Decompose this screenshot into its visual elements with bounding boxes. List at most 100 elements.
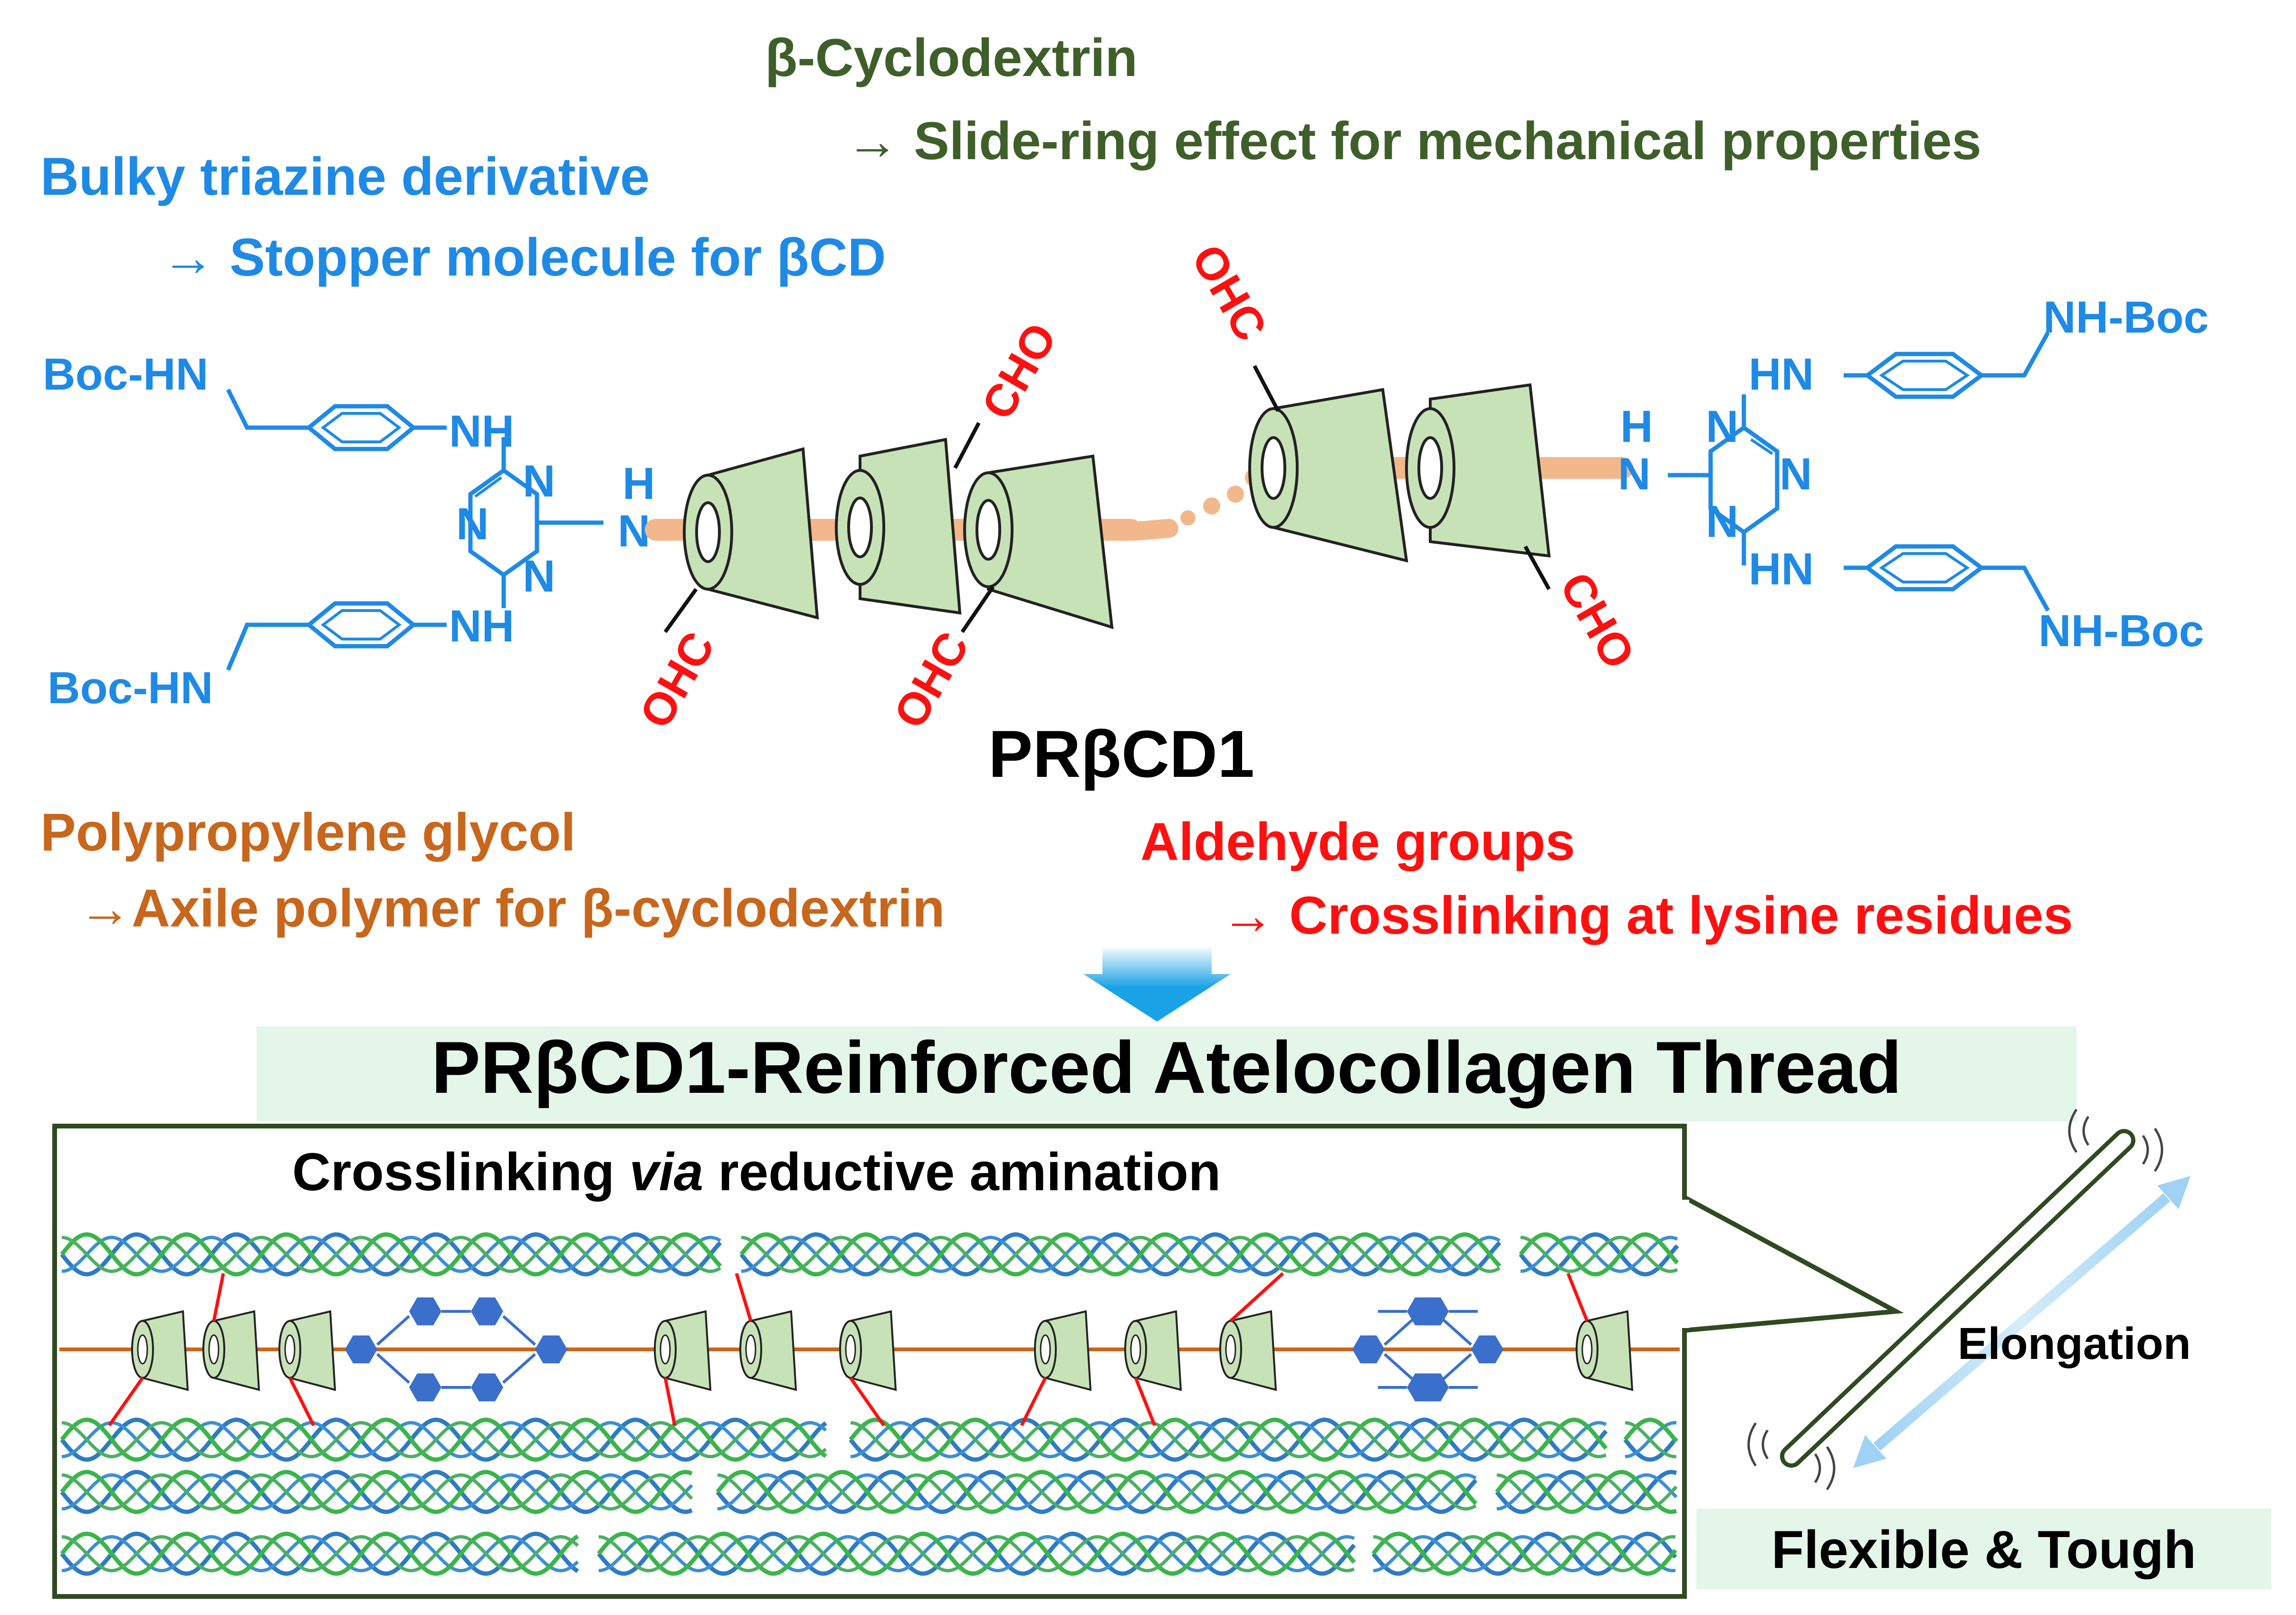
triazine-hex xyxy=(471,1373,503,1402)
helix-strand xyxy=(850,1421,1607,1459)
left-bottom-boc-label: Boc-HN xyxy=(48,663,213,713)
helix-strand xyxy=(60,1531,579,1576)
cyclodextrin-rings xyxy=(683,383,1551,630)
down-arrow xyxy=(1083,946,1231,1022)
triazine-label: Bulky triazine derivative xyxy=(40,147,650,206)
cyclodextrin-label: β-Cyclodextrin xyxy=(765,28,1138,87)
flex-tough-label: Flexible & Tough xyxy=(1771,1520,2196,1579)
right-top-boc-label: NH-Boc xyxy=(2043,292,2209,343)
thread-icon xyxy=(1747,1109,2163,1491)
panel-triazine xyxy=(345,1297,470,1402)
vibration-marks xyxy=(1747,1109,2163,1491)
helix-strand xyxy=(1520,1235,1678,1273)
helix-strand xyxy=(61,1473,693,1511)
helix-strand xyxy=(717,1473,1477,1511)
triazine-hex xyxy=(409,1297,441,1326)
stopper-label: → Stopper molecule for βCD xyxy=(162,228,886,287)
callout-pointer xyxy=(1683,1195,1904,1333)
ring-n-label: N xyxy=(523,456,555,506)
helix-strand xyxy=(739,1232,1502,1277)
helix-strand xyxy=(598,1535,1355,1573)
elongation-label: Elongation xyxy=(1958,1319,2191,1369)
crosslink-bond xyxy=(663,1377,677,1426)
left-stopper-bonds xyxy=(226,388,603,671)
crosslink-caption: Crosslinking via reductive amination xyxy=(292,1142,1221,1202)
helix-strand xyxy=(1519,1232,1679,1277)
aldehyde-label: Aldehyde groups xyxy=(1140,812,1575,871)
panel-cyclodextrins xyxy=(131,1310,1634,1391)
collagen-helices xyxy=(60,1232,1679,1576)
crosslink-bond xyxy=(735,1272,753,1322)
molecule-name: PRβCD1 xyxy=(988,717,1254,791)
left-top-boc-label: Boc-HN xyxy=(43,349,208,400)
left-n-link-label: N xyxy=(618,506,651,556)
flex-tough-band xyxy=(1696,1509,2271,1589)
triazine-hex xyxy=(345,1335,377,1364)
triazine-hex xyxy=(1407,1373,1439,1402)
triazine-hex xyxy=(535,1335,567,1364)
aldehyde-bonds xyxy=(663,365,1551,633)
crosslink-panel: Crosslinking via reductive amination xyxy=(52,1124,1904,1599)
right-h-label: H xyxy=(1620,401,1653,452)
panel-triazine xyxy=(1378,1297,1503,1402)
helix-strand xyxy=(61,1235,721,1273)
panel-cd-ring xyxy=(654,1310,712,1391)
triazine-hex xyxy=(1471,1335,1503,1364)
helix-strand xyxy=(61,1473,693,1511)
helix-strand xyxy=(597,1531,1356,1576)
right-bottom-boc-label: NH-Boc xyxy=(2038,606,2204,656)
aldehyde-ohc-label: OHC xyxy=(1182,236,1276,349)
panel-cd-ring xyxy=(1034,1310,1092,1391)
prbcd1-molecule: Boc-HN Boc-HN NH NH N N N H N xyxy=(43,236,2209,791)
helix-strand xyxy=(61,1535,579,1573)
crosslink-bond xyxy=(288,1377,316,1426)
panel-cd-ring xyxy=(278,1310,336,1391)
crosslinking-lysine-label: → Crosslinking at lysine residues xyxy=(1221,886,2073,945)
elongation-arrow xyxy=(1853,1176,2191,1468)
cd-ring xyxy=(1248,388,1408,563)
helix-strand xyxy=(61,1535,579,1573)
helix-strand xyxy=(741,1235,1501,1273)
aldehyde-cho-label: CHO xyxy=(1550,564,1645,677)
panel-cd-ring xyxy=(1124,1310,1182,1391)
left-h-label: H xyxy=(622,459,655,509)
panel-triazine-stoppers xyxy=(345,1297,1503,1402)
aldehyde-ohc-label: OHC xyxy=(630,623,725,736)
triazine-hex xyxy=(1407,1297,1439,1326)
helix-strand xyxy=(61,1235,721,1273)
crosslink-bond xyxy=(1566,1272,1589,1322)
helix-strand xyxy=(741,1235,1501,1273)
crosslink-bond xyxy=(849,1376,885,1427)
helix-strand xyxy=(849,1417,1608,1462)
panel-cd-ring xyxy=(1576,1310,1634,1391)
helix-strand xyxy=(739,1232,1502,1277)
helix-strand xyxy=(716,1470,1478,1514)
panel-cd-ring xyxy=(202,1310,260,1391)
helix-strand xyxy=(1520,1235,1678,1273)
title-band xyxy=(257,1026,2076,1121)
helix-strand xyxy=(60,1470,693,1514)
helix-strand xyxy=(1495,1470,1677,1514)
right-stopper-bonds xyxy=(1668,331,2050,612)
crosslink-bond xyxy=(1134,1377,1157,1426)
helix-strand xyxy=(1373,1535,1676,1573)
ppg-label: Polypropylene glycol xyxy=(40,803,576,862)
cd-ring xyxy=(1405,383,1551,558)
cd-ring xyxy=(835,438,962,615)
crosslink-bond xyxy=(212,1273,225,1321)
cd-ring xyxy=(963,454,1114,630)
panel-cd-ring xyxy=(739,1310,797,1391)
panel-cd-ring xyxy=(839,1310,897,1391)
helix-strand xyxy=(1496,1473,1678,1511)
ring-n-label: N xyxy=(1779,449,1812,499)
helix-strand xyxy=(1623,1417,1678,1443)
ring-n-label: N xyxy=(523,551,555,602)
helix-strand xyxy=(60,1417,827,1462)
left-nh-bottom-label: NH xyxy=(449,601,514,651)
crosslink-bond xyxy=(1229,1272,1284,1322)
panel-cd-ring xyxy=(1219,1310,1277,1391)
helix-strand xyxy=(1519,1232,1679,1277)
triazine-hex xyxy=(409,1373,441,1402)
axle-label: →Axile polymer for β-cyclodextrin xyxy=(78,879,945,938)
